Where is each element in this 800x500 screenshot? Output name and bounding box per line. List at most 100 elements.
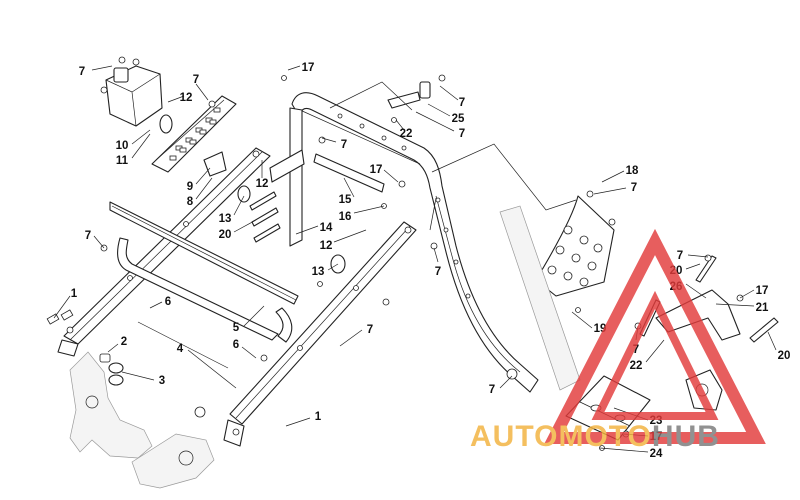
leader-line-c2 — [195, 83, 209, 101]
callout-number-c41: 22 — [630, 360, 643, 372]
right-mount-bracket — [639, 254, 779, 411]
leader-line-c44 — [499, 375, 513, 389]
leader-line-c20 — [233, 195, 245, 216]
callout-number-c29: 13 — [312, 266, 325, 278]
callout-number-c13: 18 — [626, 165, 639, 177]
callout-number-c1: 7 — [79, 66, 85, 78]
callout-number-c32: 1 — [71, 288, 78, 300]
leader-line-c3 — [167, 95, 185, 103]
leader-line-c43 — [121, 371, 155, 381]
leader-line-c29 — [327, 263, 339, 271]
leader-line-c42 — [767, 331, 777, 351]
leader-line-c28 — [685, 283, 707, 299]
leader-line-c4 — [287, 65, 301, 71]
leader-line-c18 — [343, 177, 355, 198]
callout-number-c45: 1 — [315, 411, 322, 423]
callout-number-c4: 17 — [302, 62, 315, 74]
perforated-side-panel — [499, 190, 616, 391]
callout-number-c8: 7 — [459, 128, 465, 140]
leader-line-c27 — [685, 263, 701, 270]
leader-line-c24 — [93, 235, 105, 249]
callout-number-c42: 20 — [778, 350, 791, 362]
callout-number-c48: 24 — [650, 448, 663, 460]
callout-number-c10: 11 — [116, 155, 129, 167]
coolant-tank — [100, 56, 163, 127]
leader-line-c16 — [195, 177, 213, 200]
leader-line-c6 — [427, 103, 451, 117]
center-brackets — [237, 136, 387, 287]
callout-number-c20: 13 — [219, 213, 232, 225]
roll-cage-tube — [269, 92, 539, 393]
callout-number-c2: 7 — [193, 74, 199, 86]
leader-line-c14 — [593, 187, 627, 195]
callout-number-c6: 25 — [452, 113, 465, 125]
fasteners — [46, 75, 642, 418]
callout-number-c15: 9 — [187, 181, 193, 193]
leader-line-c38 — [241, 346, 257, 359]
leader-line-c30 — [739, 289, 755, 299]
watermark-text-moto: MOTO — [558, 420, 651, 453]
callout-number-c26: 7 — [677, 250, 683, 262]
assembly-reference-lines — [137, 81, 577, 369]
leader-line-c35 — [571, 311, 593, 329]
callout-number-c3: 12 — [180, 92, 193, 104]
leader-line-c11 — [321, 137, 337, 143]
leader-line-c15 — [195, 167, 211, 185]
left-channel-rail — [57, 147, 271, 357]
callout-number-c21: 20 — [219, 229, 232, 241]
leader-line-c23 — [333, 229, 367, 243]
watermark-text-hub: HUB — [652, 420, 720, 453]
leader-line-c21 — [233, 219, 257, 233]
leader-line-c9 — [131, 129, 151, 145]
callout-number-c44: 7 — [489, 384, 495, 396]
leader-line-c25 — [433, 247, 439, 263]
leader-line-c5 — [439, 85, 459, 101]
leader-line-c8 — [415, 111, 455, 132]
callout-number-c9: 10 — [116, 140, 129, 152]
callout-number-c5: 7 — [459, 97, 465, 109]
leader-line-c7 — [395, 119, 405, 131]
leader-line-c12 — [383, 169, 399, 183]
callout-number-c17: 12 — [256, 178, 269, 190]
callout-number-c23: 12 — [320, 240, 333, 252]
leader-line-c41 — [645, 339, 665, 363]
callout-number-c31: 21 — [756, 302, 769, 314]
tubular-bumper — [109, 201, 299, 343]
heat-shield-plate — [151, 95, 237, 177]
leader-line-c22 — [295, 225, 319, 235]
callout-number-c33: 6 — [165, 296, 171, 308]
leader-line-c39 — [187, 349, 237, 389]
callout-number-c16: 8 — [187, 196, 194, 208]
callout-number-c24: 7 — [85, 230, 91, 242]
callout-number-c25: 7 — [435, 266, 441, 278]
callout-number-c40: 7 — [633, 344, 639, 356]
leader-line-c32 — [53, 295, 71, 319]
top-brackets — [387, 74, 446, 123]
callout-number-c7: 22 — [400, 128, 413, 140]
callout-number-c36: 7 — [367, 324, 373, 336]
callout-number-c43: 3 — [159, 375, 165, 387]
right-channel-rail — [223, 221, 417, 447]
watermark-triangle-logo — [544, 228, 766, 444]
watermark-text-auto: AUTO — [470, 420, 558, 453]
leader-line-c10 — [131, 133, 151, 159]
callout-number-c37: 2 — [121, 336, 127, 348]
leader-line-c48 — [599, 447, 649, 453]
callout-number-c22: 14 — [320, 222, 333, 234]
callout-number-c11: 7 — [341, 139, 347, 151]
leader-line-c37 — [107, 343, 119, 353]
callout-number-c14: 7 — [631, 182, 637, 194]
automotohub-watermark: AUTOMOTOHUB — [470, 228, 766, 453]
leader-line-c13 — [601, 170, 625, 183]
leader-line-c31 — [715, 303, 755, 307]
callout-number-c39: 4 — [177, 343, 184, 355]
callout-number-c19: 16 — [339, 211, 352, 223]
leader-line-c19 — [353, 205, 385, 214]
callout-number-c34: 5 — [233, 322, 240, 334]
leader-line-c36 — [339, 329, 363, 347]
watermark-text: AUTOMOTOHUB — [470, 420, 720, 453]
leader-line-c33 — [149, 301, 163, 309]
chassis-bracket-ghost — [69, 351, 215, 489]
leader-line-c1 — [91, 65, 113, 71]
